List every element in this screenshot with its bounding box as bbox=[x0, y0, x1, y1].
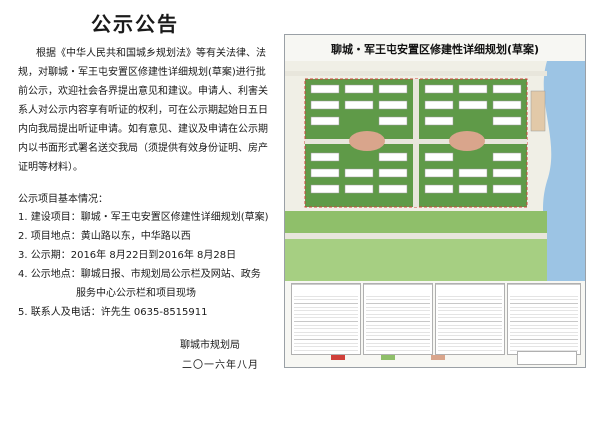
table-4-caption bbox=[508, 284, 580, 285]
info-heading: 公示项目基本情况： bbox=[18, 194, 108, 205]
road-south bbox=[285, 233, 547, 239]
legend-swatch-red bbox=[331, 355, 345, 360]
info-list: 1. 建设项目：聊城・军王屯安置区修建性详细规划(草案) 2. 项目地点：黄山路… bbox=[18, 208, 278, 322]
issuer: 聊城市规划局 bbox=[180, 340, 240, 351]
plaza-west bbox=[349, 131, 385, 151]
green-belt-south bbox=[285, 211, 547, 233]
east-west-road bbox=[305, 139, 527, 144]
legend-swatch-green bbox=[381, 355, 395, 360]
info-item-contact: 5. 联系人及电话：许先生 0635-8515911 bbox=[18, 307, 208, 318]
table-1-caption bbox=[292, 284, 360, 285]
site-plan-map bbox=[285, 61, 585, 281]
info-item-venue: 4. 公示地点：聊城日报、市规划局公示栏及网站、政务 bbox=[18, 269, 261, 280]
table-1 bbox=[291, 283, 361, 355]
table-3-caption bbox=[436, 284, 504, 285]
notice-title: 公示公告 bbox=[91, 12, 179, 36]
plan-title: 聊城・军王屯安置区修建性详细规划(草案) bbox=[330, 43, 540, 56]
legend-swatch-tan bbox=[431, 355, 445, 360]
info-item-location: 2. 项目地点：黄山路以东，中华路以西 bbox=[18, 231, 191, 242]
road-north bbox=[285, 71, 547, 76]
school-block bbox=[530, 90, 546, 132]
notice-body: 根据《中华人民共和国城乡规划法》等有关法律、法规，对聊城・军王屯安置区修建性详细… bbox=[18, 48, 268, 173]
info-item-period: 3. 公示期：2016年 8月22日到2016年 8月28日 bbox=[18, 250, 237, 261]
info-item-venue-cont: 服务中心公示栏和项目现场 bbox=[76, 288, 196, 299]
legend bbox=[291, 353, 501, 363]
plaza-east bbox=[449, 131, 485, 151]
title-stamp bbox=[517, 351, 577, 365]
table-2 bbox=[363, 283, 433, 355]
issue-date: 二〇一六年八月 bbox=[182, 360, 259, 371]
plan-board: 聊城・军王屯安置区修建性详细规划(草案) bbox=[284, 34, 586, 368]
table-2-caption bbox=[364, 284, 432, 285]
table-3 bbox=[435, 283, 505, 355]
info-item-project: 1. 建设项目：聊城・军王屯安置区修建性详细规划(草案) bbox=[18, 212, 269, 223]
river bbox=[543, 61, 585, 281]
table-4 bbox=[507, 283, 581, 355]
green-belt-far bbox=[285, 239, 547, 281]
buildings-east bbox=[424, 84, 522, 194]
buildings-west bbox=[310, 84, 408, 194]
tables-area bbox=[291, 283, 581, 363]
